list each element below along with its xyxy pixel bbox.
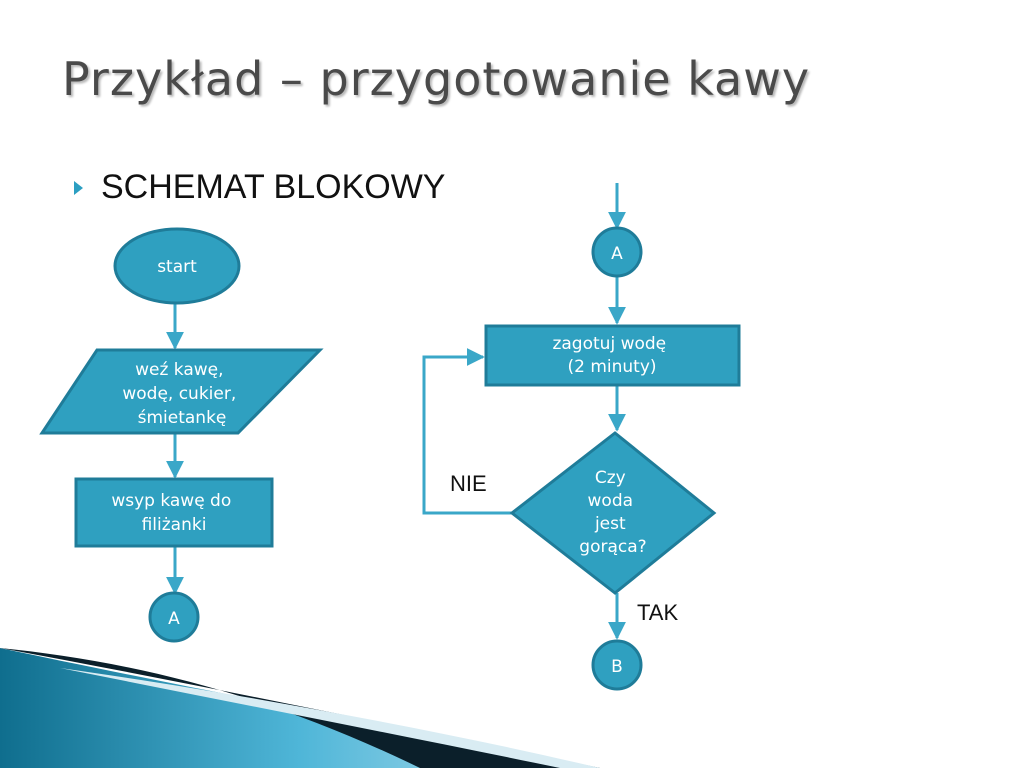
edge-label-yes: TAK — [637, 600, 678, 625]
slide-title: Przykład – przygotowanie kawy — [62, 52, 811, 106]
node-boil-line-2: (2 minuty) — [567, 357, 656, 377]
edge-label-no: NIE — [450, 471, 487, 496]
node-connector-b-label: B — [611, 657, 623, 677]
node-input-line-3: śmietankę — [138, 408, 227, 428]
decorative-swoosh — [0, 648, 600, 768]
node-connector-a-out: A — [148, 591, 200, 643]
node-decision-line-4: gorąca? — [579, 537, 646, 557]
node-start: start — [113, 227, 241, 305]
node-pour-label: wsyp kawę do filiżanki — [111, 491, 236, 535]
node-input-line-1: weź kawę, — [135, 360, 223, 380]
node-decision-line-1: Czy — [595, 468, 626, 488]
node-pour: wsyp kawę do filiżanki — [74, 477, 274, 548]
node-decision-line-3: jest — [594, 514, 626, 534]
node-connector-a-in-label: A — [611, 244, 623, 264]
node-start-label: start — [157, 257, 197, 277]
node-boil-line-1: zagotuj wodę — [552, 334, 666, 354]
node-input-line-2: wodę, cukier, — [122, 384, 236, 404]
node-connector-a-in: A — [591, 226, 643, 278]
node-decision-line-2: woda — [588, 491, 634, 511]
bullet-item: SCHEMAT BLOKOWY — [74, 168, 445, 207]
bullet-arrow-icon — [74, 180, 83, 195]
node-connector-b: B — [591, 639, 643, 691]
node-decision: Czy woda jest gorąca? — [509, 431, 717, 595]
edge-decision-loop-no — [422, 348, 512, 515]
node-input-label: weź kawę, wodę, cukier, śmietankę — [122, 360, 241, 428]
node-input: weź kawę, wodę, cukier, śmietankę — [39, 348, 324, 435]
node-pour-line-2: filiżanki — [142, 515, 207, 535]
node-decision-label: Czy woda jest gorąca? — [579, 468, 646, 557]
node-pour-line-1: wsyp kawę do — [111, 491, 231, 511]
node-boil: zagotuj wodę (2 minuty) — [484, 324, 741, 387]
node-boil-label: zagotuj wodę (2 minuty) — [552, 334, 671, 377]
node-connector-a-out-label: A — [168, 609, 180, 629]
bullet-text: SCHEMAT BLOKOWY — [101, 168, 446, 206]
